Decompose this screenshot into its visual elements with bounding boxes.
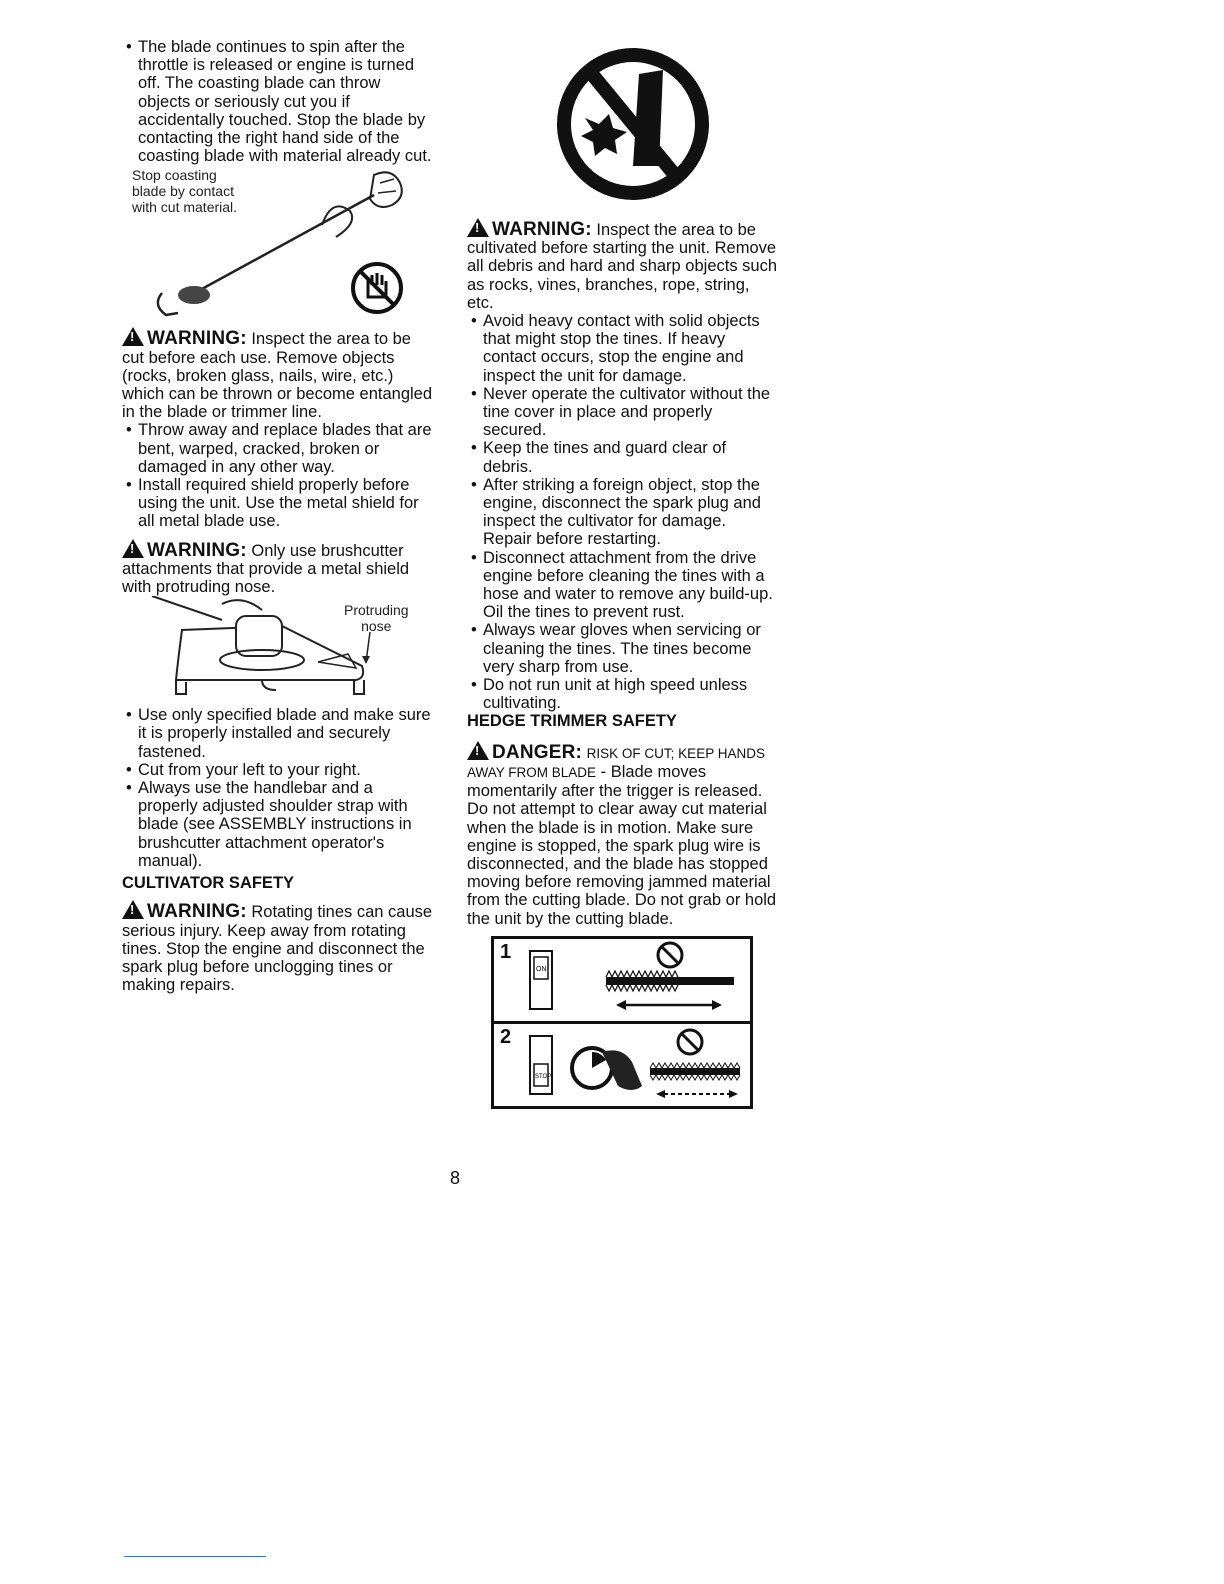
list-item: Use only specified blade and make sure i… xyxy=(122,706,434,761)
warning-3: WARNING: Rotating tines can cause seriou… xyxy=(122,900,434,994)
list-item: Do not run unit at high speed unless cul… xyxy=(467,676,779,712)
panel-1: 1 ON xyxy=(494,939,750,1024)
warning-1: WARNING: Inspect the area to be cut befo… xyxy=(122,327,434,421)
danger-notice: DANGER: RISK OF CUT; KEEP HANDS AWAY FRO… xyxy=(467,740,779,928)
list-item: After striking a foreign object, stop th… xyxy=(467,476,779,549)
list-item: Install required shield properly before … xyxy=(122,476,434,531)
list-item: Keep the tines and guard clear of debris… xyxy=(467,439,779,475)
warning-triangle-icon xyxy=(467,740,489,760)
coasting-blade-figure: Stop coasting blade by contact with cut … xyxy=(122,165,434,323)
list-item: Always use the handlebar and a properly … xyxy=(122,779,434,870)
no-hand-icon xyxy=(351,262,403,315)
list-item: Throw away and replace blades that are b… xyxy=(122,421,434,476)
list-item: Always wear gloves when servicing or cle… xyxy=(467,621,779,676)
no-cultivator-figure xyxy=(467,38,779,214)
warning-triangle-icon xyxy=(122,900,144,920)
list-item: Never operate the cultivator without the… xyxy=(467,385,779,440)
list-item: Cut from your left to your right. xyxy=(122,761,434,779)
list-item: The blade continues to spin after the th… xyxy=(122,38,434,165)
warning-label: WARNING: xyxy=(122,538,247,561)
warning-triangle-icon xyxy=(122,327,144,347)
panel-2: 2 STOP xyxy=(494,1024,750,1106)
panel-number: 2 xyxy=(500,1025,512,1048)
warning-label: WARNING: xyxy=(122,900,247,922)
warning-2: WARNING: Only use brushcutter attachment… xyxy=(122,538,434,597)
svg-text:STOP: STOP xyxy=(535,1074,551,1080)
warning-1-list: Throw away and replace blades that are b… xyxy=(122,421,434,530)
cultivator-list: Avoid heavy contact with solid objects t… xyxy=(467,312,779,712)
shield-illustration xyxy=(151,596,371,696)
figure-caption: Stop coasting blade by contact with cut … xyxy=(132,167,238,216)
warning-triangle-icon xyxy=(467,218,489,237)
shield-figure: Protruding nose xyxy=(122,596,434,706)
warning-triangle-icon xyxy=(122,538,144,558)
list-item: Avoid heavy contact with solid objects t… xyxy=(467,312,779,385)
hedge-trimmer-panels: 1 ON 2 STOP xyxy=(491,935,753,1109)
hedge-stop-illustration: STOP xyxy=(529,1028,741,1098)
figure-caption: Protruding nose xyxy=(344,602,409,635)
warning-4: WARNING: Inspect the area to be cultivat… xyxy=(467,218,779,312)
list-item: Disconnect attachment from the drive eng… xyxy=(467,549,779,622)
page-number: 8 xyxy=(450,1168,461,1188)
hedge-on-illustration: ON xyxy=(529,941,734,1010)
no-hand-icon xyxy=(656,941,684,969)
left-column: The blade continues to spin after the th… xyxy=(122,38,434,994)
blade-list: Use only specified blade and make sure i… xyxy=(122,706,434,870)
prohibition-icon xyxy=(557,48,709,200)
footer-rule xyxy=(124,1556,266,1557)
danger-label: DANGER: xyxy=(467,740,582,763)
no-hand-icon xyxy=(676,1028,704,1056)
cultivator-heading: CULTIVATOR SAFETY xyxy=(122,874,295,893)
right-column: WARNING: Inspect the area to be cultivat… xyxy=(467,38,779,1109)
intro-list: The blade continues to spin after the th… xyxy=(122,38,434,165)
trimmer-illustration xyxy=(156,171,403,317)
svg-text:ON: ON xyxy=(536,966,547,973)
hedge-trimmer-heading: HEDGE TRIMMER SAFETY xyxy=(467,712,677,731)
warning-label: WARNING: xyxy=(467,218,592,240)
warning-label: WARNING: xyxy=(122,327,247,349)
panel-number: 1 xyxy=(500,940,512,963)
